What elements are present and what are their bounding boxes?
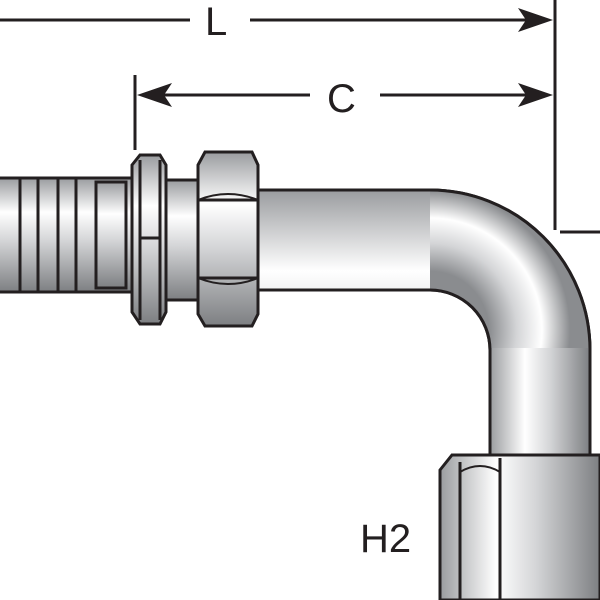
insert-stem <box>0 176 137 294</box>
arrow-left-icon <box>137 83 172 107</box>
arrow-right-icon <box>518 83 553 107</box>
dimension-label-h2: H2 <box>360 517 411 561</box>
dimension-arrows <box>137 8 553 107</box>
arrow-right-icon <box>518 8 553 32</box>
dimension-label-c: C <box>327 77 356 121</box>
hex-nut <box>196 150 260 328</box>
dimension-lines <box>0 0 600 234</box>
dimension-label-l: L <box>205 0 227 44</box>
fitting-body <box>0 150 600 600</box>
bottom-hex-nut <box>438 453 600 600</box>
